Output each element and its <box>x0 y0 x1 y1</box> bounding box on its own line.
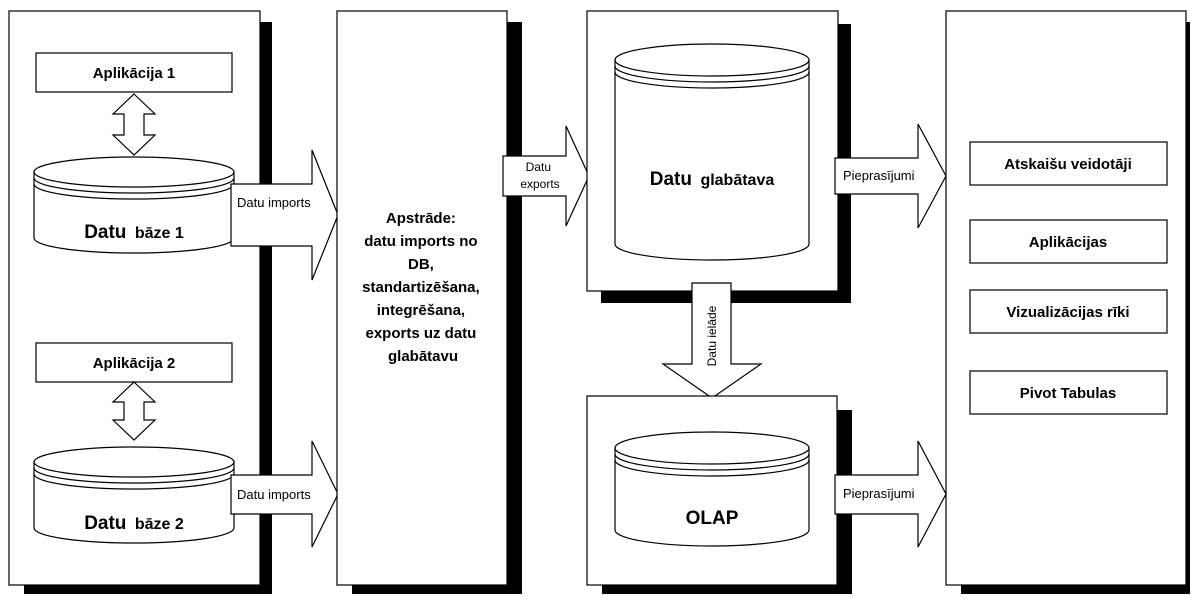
database-2-label-main: Datu <box>84 513 126 534</box>
export-arrow-label-1: Datu <box>526 160 551 174</box>
tool-visualization: Vizualizācijas rīki <box>969 289 1168 334</box>
database-1-cylinder: Datu bāze 1 <box>33 156 235 254</box>
processing-line-3: DB, <box>408 256 434 273</box>
processing-line-1: Apstrāde: <box>386 210 456 227</box>
export-arrow-label-2: exports <box>520 177 559 191</box>
queries-arrow-2: Pieprasījumi <box>834 440 947 548</box>
database-1-label-main: Datu <box>84 222 126 243</box>
import-arrow-1: Datu imports <box>230 149 339 281</box>
olap-label: OLAP <box>686 508 739 529</box>
svg-text:Datu exports: Datu exports <box>520 160 559 191</box>
database-2-label-sub: bāze 2 <box>135 516 184 533</box>
import-arrow-2-label: Datu imports <box>237 487 311 502</box>
data-warehouse-label-main: Datu <box>650 169 692 190</box>
load-arrow: Datu ielāde <box>661 282 763 399</box>
queries-arrow-1: Pieprasījumi <box>834 123 947 229</box>
tool-applications: Aplikācijas <box>969 219 1168 264</box>
tool-applications-label: Aplikācijas <box>1029 234 1107 251</box>
tool-report-builders-label: Atskaišu veidotāji <box>1004 156 1132 173</box>
application-1-box: Aplikācija 1 <box>35 52 233 93</box>
bidirectional-arrow-1 <box>111 93 157 156</box>
tool-visualization-label: Vizualizācijas rīki <box>1006 304 1129 321</box>
data-warehouse-label-sub: glabātava <box>700 172 774 189</box>
processing-line-2: datu imports no <box>364 233 477 250</box>
queries-arrow-1-label: Pieprasījumi <box>843 168 915 183</box>
processing-line-6: exports uz datu <box>365 325 476 342</box>
application-1-label: Aplikācija 1 <box>93 65 176 82</box>
svg-text:Datu glabātava: Datu glabātava <box>650 169 775 190</box>
export-arrow: Datu exports <box>502 125 590 227</box>
database-1-label-sub: bāze 1 <box>135 225 184 242</box>
data-warehouse-cylinder: Datu glabātava <box>614 43 810 261</box>
olap-cylinder: OLAP <box>614 431 810 547</box>
processing-line-5: integrēšana, <box>377 302 465 319</box>
processing-line-4: standartizēšana, <box>362 279 480 296</box>
processing-panel: Apstrāde: datu imports no DB, standartiz… <box>336 10 522 594</box>
svg-text:Datu bāze 2: Datu bāze 2 <box>84 513 184 534</box>
processing-line-7: glabātavu <box>388 348 458 365</box>
import-arrow-1-label: Datu imports <box>237 195 311 210</box>
tool-pivot-tables: Pivot Tabulas <box>969 370 1168 415</box>
application-2-label: Aplikācija 2 <box>93 355 176 372</box>
application-2-box: Aplikācija 2 <box>35 342 233 383</box>
svg-text:Datu bāze 1: Datu bāze 1 <box>84 222 184 243</box>
bidirectional-arrow-2 <box>111 381 157 441</box>
tool-pivot-tables-label: Pivot Tabulas <box>1020 385 1116 402</box>
import-arrow-2: Datu imports <box>230 440 339 548</box>
queries-arrow-2-label: Pieprasījumi <box>843 486 915 501</box>
database-2-cylinder: Datu bāze 2 <box>33 446 235 544</box>
svg-text:Apstrāde: datu imports n: Apstrāde: datu imports no DB, standartiz… <box>362 210 484 365</box>
load-arrow-label: Datu ielāde <box>705 305 719 366</box>
tool-report-builders: Atskaišu veidotāji <box>969 141 1168 186</box>
